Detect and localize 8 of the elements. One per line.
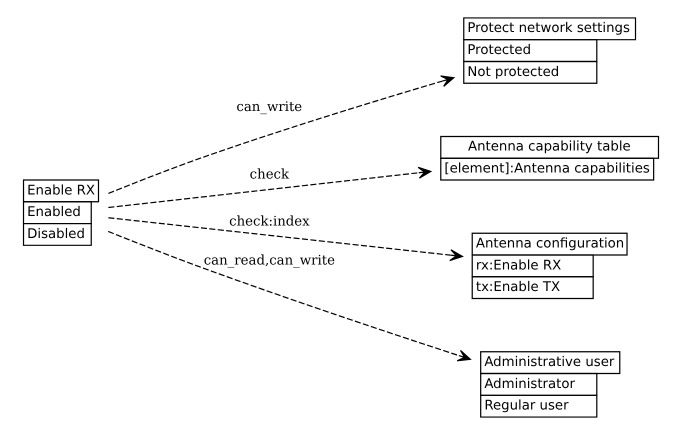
edge-label: check <box>249 168 289 183</box>
edge-label: can_write <box>236 100 302 115</box>
edge-label: can_read,can_write <box>203 253 335 268</box>
arrow <box>108 166 431 208</box>
arrow <box>107 230 470 362</box>
arrow <box>108 217 462 262</box>
edge-label: check:index <box>228 214 310 230</box>
arrow <box>108 75 454 194</box>
